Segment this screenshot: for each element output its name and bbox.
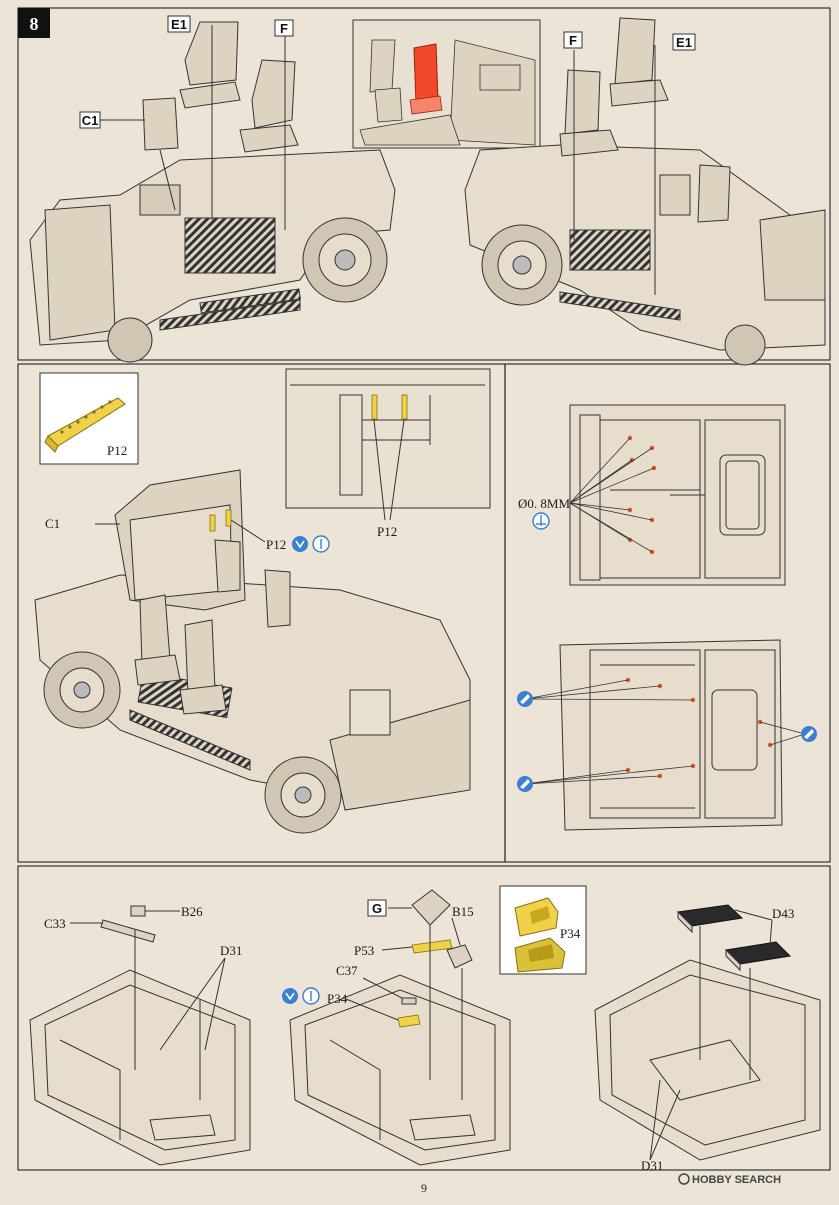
top-inset-detail bbox=[352, 19, 541, 149]
drill-symbol-icon bbox=[532, 512, 550, 530]
label-p53: P53 bbox=[354, 943, 374, 958]
label-b26: B26 bbox=[181, 904, 203, 919]
p34-part-inset: P34 bbox=[499, 885, 587, 975]
p12-part-inset: P12 bbox=[39, 372, 139, 465]
chassis-bottom-view bbox=[559, 639, 783, 831]
panel-middle-right bbox=[504, 363, 831, 863]
svg-text:HOBBY SEARCH: HOBBY SEARCH bbox=[692, 1174, 781, 1186]
panel-top bbox=[17, 7, 831, 361]
label-g: G bbox=[367, 899, 387, 917]
label-d31-left: D31 bbox=[220, 943, 242, 958]
watermark: HOBBY SEARCH bbox=[678, 1173, 781, 1186]
d43-parts bbox=[676, 904, 792, 972]
drill-leader-lines bbox=[569, 437, 655, 553]
step-number-badge: 8 bbox=[18, 8, 50, 38]
paint-symbol-icon-right bbox=[801, 726, 817, 742]
c33-part bbox=[100, 905, 156, 943]
label-c33: C33 bbox=[44, 916, 66, 931]
top-right-vehicle-drawing bbox=[464, 144, 826, 366]
label-f-right: F bbox=[563, 31, 583, 49]
glue-symbol-icon bbox=[312, 535, 330, 553]
glue-leader-lines bbox=[524, 679, 806, 785]
panel-bottom bbox=[17, 865, 831, 1171]
svg-text:F: F bbox=[569, 33, 577, 48]
step-number: 8 bbox=[30, 14, 39, 34]
p12-detail-inset bbox=[285, 368, 491, 521]
top-right-leader-lines bbox=[573, 45, 656, 295]
top-left-leader-lines bbox=[100, 25, 286, 230]
label-p34-inset: P34 bbox=[560, 926, 581, 941]
bend-symbol-icon bbox=[292, 536, 308, 552]
svg-text:F: F bbox=[280, 21, 288, 36]
chassis-top-view bbox=[569, 404, 786, 586]
label-e1-right: E1 bbox=[672, 33, 696, 51]
label-d31-right: D31 bbox=[641, 1158, 663, 1173]
label-drill-size: Ø0. 8MM bbox=[518, 496, 570, 511]
bottom-left-frame bbox=[29, 969, 251, 1166]
label-p12-inset: P12 bbox=[107, 443, 127, 458]
bottom-middle-frame bbox=[289, 974, 511, 1166]
svg-text:E1: E1 bbox=[171, 17, 187, 32]
label-p34-main: P34 bbox=[327, 991, 348, 1006]
bottom-right-frame bbox=[594, 959, 821, 1161]
label-e1-left: E1 bbox=[167, 15, 191, 33]
label-p12-detail: P12 bbox=[377, 524, 397, 539]
highlight-part bbox=[413, 43, 439, 105]
svg-text:G: G bbox=[372, 901, 382, 916]
middle-stack-parts bbox=[397, 889, 473, 1028]
top-left-seats bbox=[142, 21, 299, 153]
paint-symbol-icon-left-2 bbox=[517, 776, 533, 792]
label-f-left: F bbox=[274, 19, 294, 37]
label-c1-mid: C1 bbox=[45, 516, 60, 531]
glue-symbol-icon-bottom bbox=[302, 987, 320, 1005]
label-b15: B15 bbox=[452, 904, 474, 919]
svg-text:C1: C1 bbox=[82, 113, 99, 128]
label-p12-main: P12 bbox=[266, 537, 286, 552]
label-d43: D43 bbox=[772, 906, 794, 921]
svg-text:E1: E1 bbox=[676, 35, 692, 50]
top-left-vehicle-drawing bbox=[29, 149, 396, 363]
label-c1-top: C1 bbox=[79, 111, 101, 129]
middle-seats bbox=[134, 539, 291, 715]
paint-symbol-icon-left-1 bbox=[517, 691, 533, 707]
label-c37: C37 bbox=[336, 963, 358, 978]
page-number: 9 bbox=[421, 1181, 427, 1195]
bend-symbol-icon-bottom bbox=[282, 988, 298, 1004]
